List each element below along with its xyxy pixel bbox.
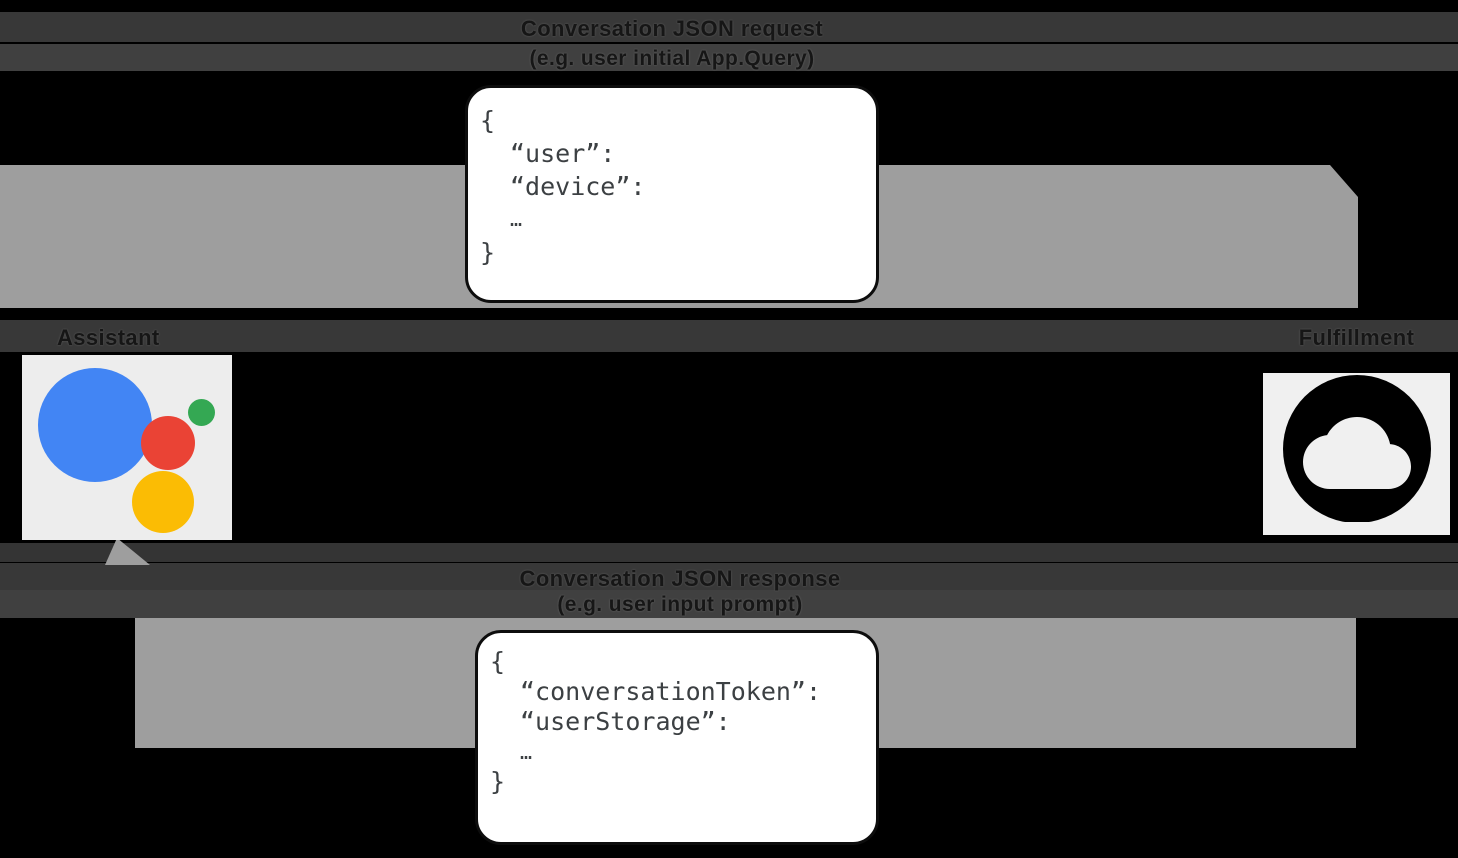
response-label-title: Conversation JSON response [519, 566, 841, 591]
json-line: } [490, 767, 506, 796]
cloud-in-circle-icon [1281, 375, 1433, 527]
request-json-card: { “user”: “device”: … } [465, 85, 879, 303]
json-line-userstorage-key: “userStorage”: [520, 707, 731, 736]
json-line: } [480, 238, 496, 267]
request-label-title: Conversation JSON request [520, 16, 824, 41]
request-label-subtitle: (e.g. user initial App.Query) [529, 47, 815, 70]
assistant-tile [22, 355, 232, 540]
assistant-green-circle [188, 399, 215, 426]
request-label-bar-2 [0, 44, 1458, 71]
json-line-ellipsis: … [510, 207, 523, 231]
fulfillment-label: Fulfillment [1298, 325, 1415, 350]
json-line: { [480, 106, 496, 135]
response-json-card: { “conversationToken”: “userStorage”: … … [475, 630, 879, 845]
response-label-bar-2 [0, 590, 1458, 618]
assistant-blue-circle [38, 368, 152, 482]
assistant-yellow-circle [132, 471, 194, 533]
assistant-label: Assistant [57, 325, 160, 350]
response-label-bar-1 [0, 563, 1458, 590]
response-arrowhead-icon [105, 538, 150, 565]
entity-label-bar [0, 320, 1458, 352]
assistant-red-circle [141, 416, 195, 470]
response-label-subtitle: (e.g. user input prompt) [557, 593, 803, 616]
divider-strip [0, 543, 1458, 562]
json-line-user-key: “user”: [510, 139, 616, 168]
json-line-ellipsis: … [520, 740, 533, 764]
json-line-device-key: “device”: [510, 172, 646, 201]
fulfillment-tile [1263, 373, 1450, 535]
request-label-bar-1 [0, 12, 1458, 42]
json-line-conversationtoken-key: “conversationToken”: [520, 677, 822, 706]
json-line: { [490, 647, 506, 676]
